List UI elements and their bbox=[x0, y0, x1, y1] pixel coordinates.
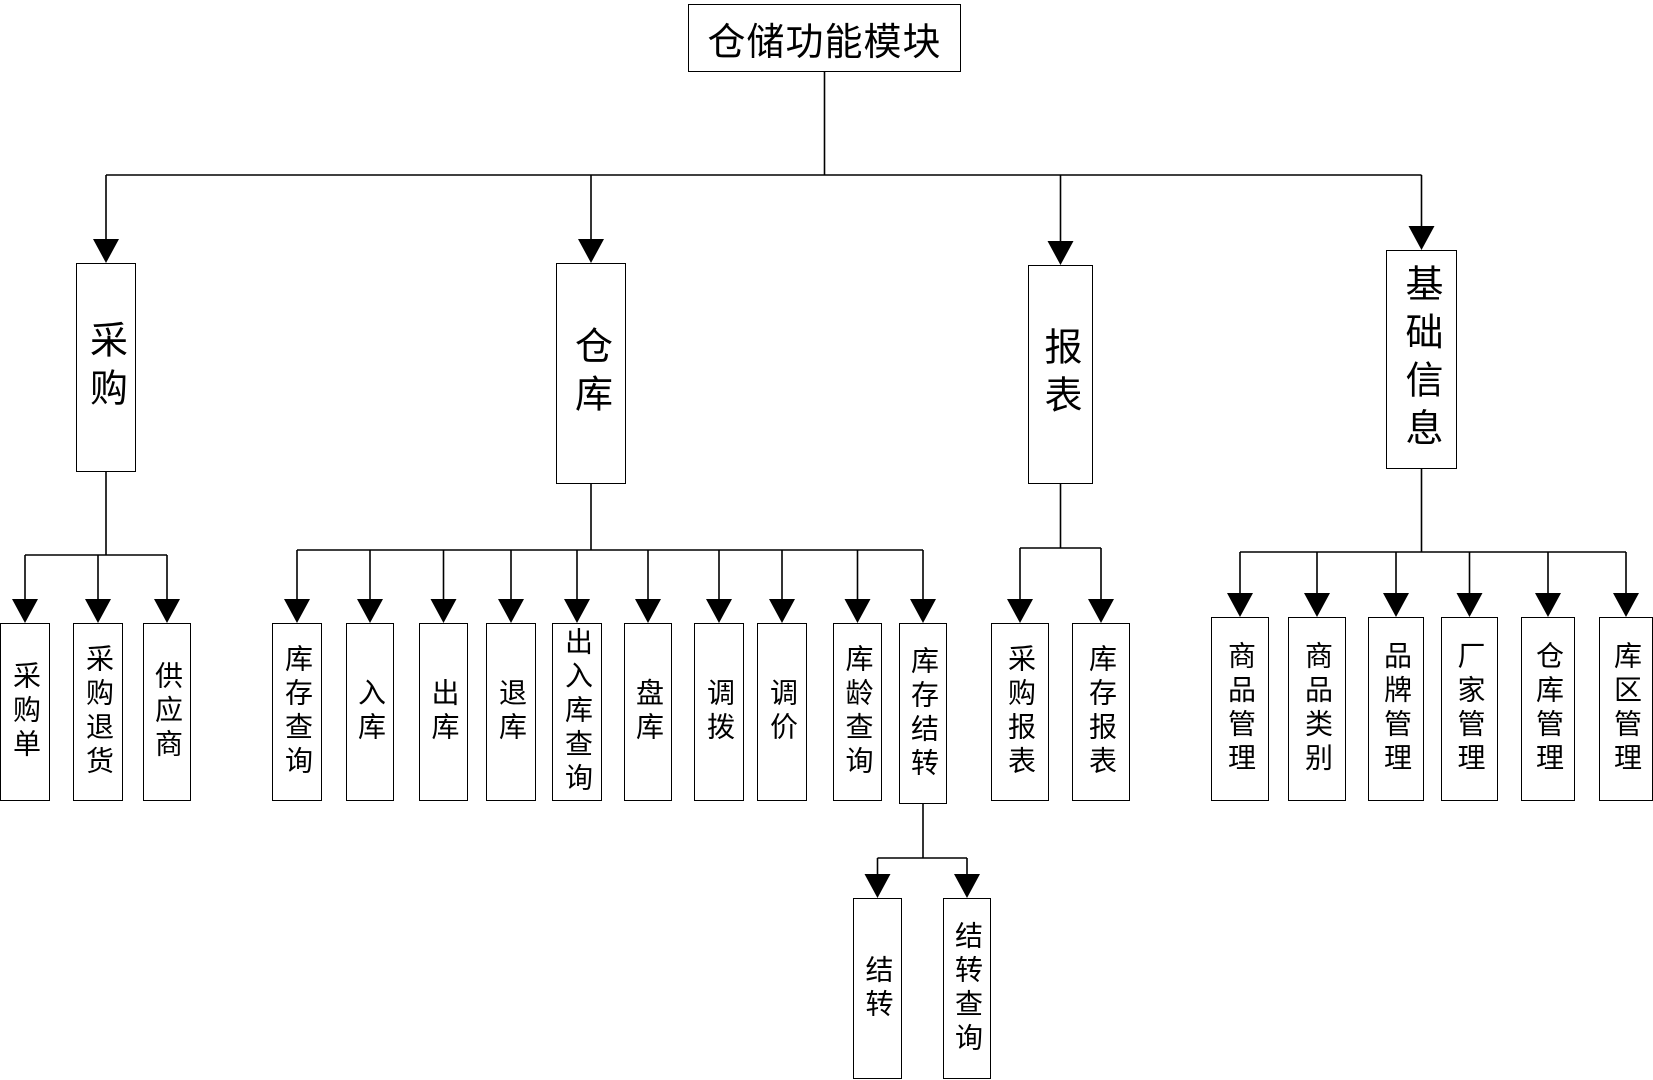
leaf-label: 库龄查询 bbox=[841, 644, 875, 780]
root-label: 仓储功能模块 bbox=[707, 19, 942, 64]
group-node-purchase: 采购 bbox=[76, 263, 136, 472]
leaf-label: 库存结转 bbox=[907, 645, 940, 782]
leaf-label: 出入库查询 bbox=[561, 627, 594, 797]
group-node-warehouse: 仓库 bbox=[556, 263, 626, 484]
leaf-node-warehouse-management: 仓库管理 bbox=[1521, 617, 1575, 801]
arrowhead-icon bbox=[1535, 593, 1561, 617]
arrowhead-icon bbox=[284, 599, 310, 623]
leaf-node-brand-management: 品牌管理 bbox=[1368, 617, 1424, 801]
group-label-report: 报表 bbox=[1038, 326, 1082, 423]
group-label-basic-info: 基础信息 bbox=[1399, 263, 1443, 456]
arrowhead-icon bbox=[357, 599, 383, 623]
leaf-node-stock-report: 库存报表 bbox=[1072, 623, 1130, 801]
leaf-node-supplier: 供应商 bbox=[143, 623, 191, 801]
leaf-node-transfer: 调拨 bbox=[694, 623, 744, 801]
arrowhead-icon bbox=[1613, 593, 1639, 617]
arrowhead-icon bbox=[1383, 593, 1409, 617]
leaf-node-in-out-query: 出入库查询 bbox=[552, 623, 602, 801]
leaf-node-stock-age-query: 库龄查询 bbox=[833, 623, 882, 801]
leaf-node-goods-management: 商品管理 bbox=[1211, 617, 1269, 801]
leaf-node-carryover: 结转 bbox=[853, 898, 902, 1079]
leaf-node-stock-query: 库存查询 bbox=[272, 623, 322, 801]
leaf-label: 入库 bbox=[354, 678, 387, 746]
leaf-node-stock-carryover: 库存结转 bbox=[899, 623, 947, 804]
leaf-node-price-adjust: 调价 bbox=[757, 623, 807, 801]
arrowhead-icon bbox=[430, 599, 457, 623]
leaf-label: 仓库管理 bbox=[1532, 641, 1565, 777]
leaf-node-stock-out: 出库 bbox=[419, 623, 468, 801]
arrowhead-icon bbox=[1007, 599, 1033, 623]
arrowhead-icon bbox=[954, 874, 980, 898]
leaf-node-purchase-report: 采购报表 bbox=[991, 623, 1049, 801]
group-label-purchase: 采购 bbox=[83, 319, 128, 416]
leaf-label: 库存报表 bbox=[1085, 644, 1118, 780]
arrowhead-icon bbox=[864, 874, 891, 898]
arrowhead-icon bbox=[154, 599, 180, 623]
arrowhead-icon bbox=[93, 239, 119, 263]
leaf-label: 出库 bbox=[427, 678, 461, 746]
leaf-node-goods-category: 商品类别 bbox=[1288, 617, 1346, 801]
leaf-label: 盘库 bbox=[632, 678, 665, 746]
leaf-node-zone-management: 库区管理 bbox=[1599, 617, 1653, 801]
arrowhead-icon bbox=[844, 599, 871, 623]
leaf-label: 品牌管理 bbox=[1380, 641, 1413, 777]
leaf-node-stock-return: 退库 bbox=[486, 623, 536, 801]
leaf-label: 结转 bbox=[861, 954, 895, 1023]
leaf-label: 商品管理 bbox=[1224, 641, 1257, 777]
leaf-label: 调拨 bbox=[703, 678, 736, 746]
leaf-label: 库区管理 bbox=[1610, 641, 1643, 777]
arrowhead-icon bbox=[1456, 593, 1483, 617]
leaf-node-stocktake: 盘库 bbox=[624, 623, 672, 801]
arrowhead-icon bbox=[635, 599, 661, 623]
arrowhead-icon bbox=[1408, 226, 1435, 250]
arrowhead-icon bbox=[1304, 593, 1330, 617]
leaf-node-manufacturer-management: 厂家管理 bbox=[1441, 617, 1498, 801]
leaf-label: 采购报表 bbox=[1004, 644, 1037, 780]
leaf-label: 调价 bbox=[766, 678, 799, 746]
leaf-label: 厂家管理 bbox=[1453, 641, 1487, 777]
leaf-label: 供应商 bbox=[151, 661, 184, 763]
arrowhead-icon bbox=[578, 239, 604, 263]
arrowhead-icon bbox=[12, 599, 38, 623]
leaf-label: 库存查询 bbox=[281, 644, 314, 780]
leaf-node-purchase-return: 采购退货 bbox=[73, 623, 123, 801]
arrowhead-icon bbox=[564, 599, 590, 623]
leaf-node-purchase-order: 采购单 bbox=[0, 623, 50, 801]
group-node-report: 报表 bbox=[1028, 265, 1093, 484]
arrowhead-icon bbox=[498, 599, 524, 623]
root-node: 仓储功能模块 bbox=[688, 4, 961, 72]
leaf-label: 商品类别 bbox=[1301, 641, 1334, 777]
leaf-label: 退库 bbox=[495, 678, 528, 746]
leaf-label: 结转查询 bbox=[951, 920, 984, 1057]
arrowhead-icon bbox=[769, 599, 795, 623]
leaf-node-carryover-query: 结转查询 bbox=[943, 898, 991, 1079]
arrowhead-icon bbox=[706, 599, 732, 623]
arrowhead-icon bbox=[1047, 241, 1074, 265]
arrowhead-icon bbox=[910, 599, 936, 623]
arrowhead-icon bbox=[1088, 599, 1114, 623]
leaf-label: 采购退货 bbox=[82, 644, 115, 780]
arrowhead-icon bbox=[85, 599, 111, 623]
leaf-label: 采购单 bbox=[9, 661, 42, 763]
arrowhead-icon bbox=[1227, 593, 1253, 617]
group-node-basic-info: 基础信息 bbox=[1386, 250, 1457, 469]
leaf-node-stock-in: 入库 bbox=[346, 623, 394, 801]
group-label-warehouse: 仓库 bbox=[568, 325, 613, 422]
